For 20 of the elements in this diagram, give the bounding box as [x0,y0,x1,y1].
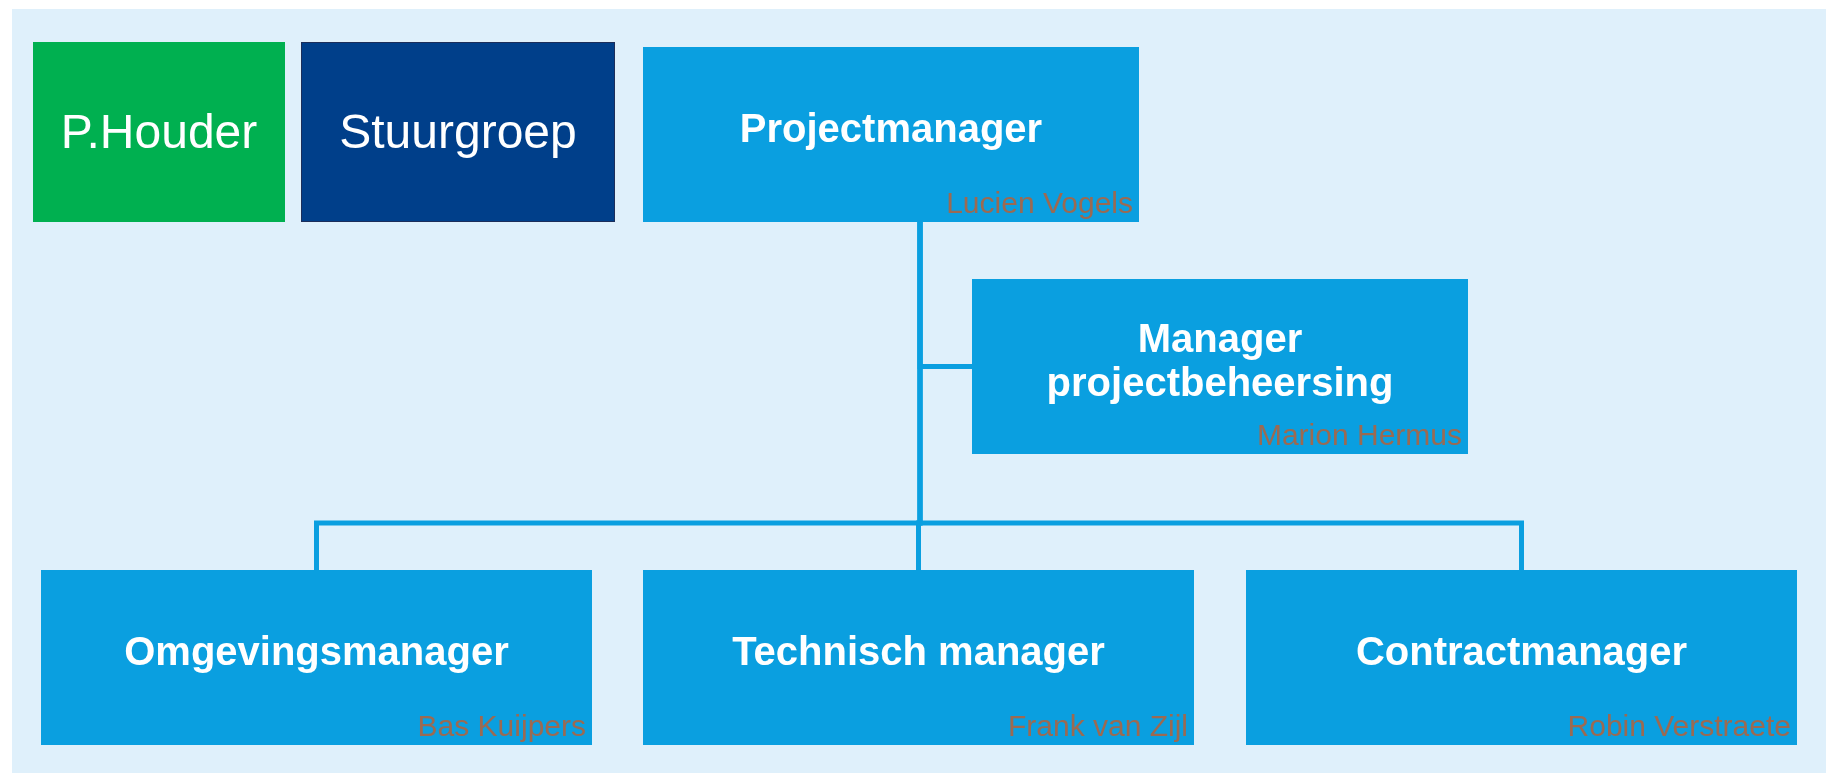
role-box [643,570,1194,745]
role-box [1246,570,1797,745]
role-title: Contractmanager [1354,627,1689,675]
role-box [972,279,1468,454]
group-title: Stuurgroep [338,104,578,160]
role-box [41,570,592,745]
connector-line [917,222,1524,570]
role-title: Omgevingsmanager [123,627,510,675]
person-name: Frank van Zijl [1007,709,1188,743]
group-box [301,42,615,222]
person-name: Lucien Vogels [946,186,1133,220]
person-name: Robin Verstraete [1567,709,1791,743]
person-name: Marion Hermus [1256,418,1462,452]
role-title: Manager projectbeheersing [1045,314,1395,406]
person-name: Bas Kuijpers [417,709,586,743]
group-title: P.Houder [59,104,259,160]
role-title: Technisch manager [731,627,1106,675]
group-box [33,42,285,222]
role-box [643,47,1139,222]
role-title: Projectmanager [738,104,1044,152]
